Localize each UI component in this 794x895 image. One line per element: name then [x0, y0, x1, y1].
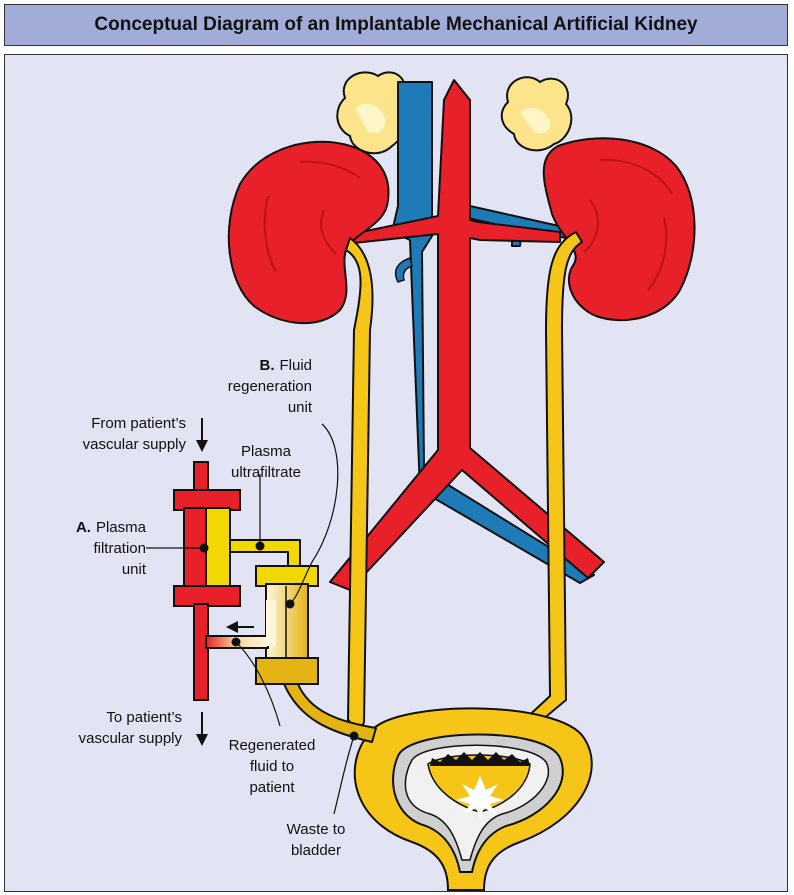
- right-ureter: [522, 232, 582, 730]
- right-kidney: [544, 138, 695, 320]
- label-b-line1: Fluid: [279, 357, 312, 374]
- plasma-filtration-unit: [174, 462, 240, 700]
- svg-text:B.Fluid: B. Fluid: [259, 357, 312, 374]
- label-b-line3: unit: [288, 399, 313, 416]
- fluid-regeneration-unit: [256, 566, 318, 684]
- label-regen-line2: fluid to: [250, 758, 294, 775]
- ultrafiltrate-tube: [230, 540, 300, 568]
- leader-lines: [146, 424, 359, 814]
- label-waste-line2: bladder: [291, 842, 341, 859]
- label-regen-line1: Regenerated: [229, 737, 316, 754]
- label-ultrafiltrate-line1: Plasma: [241, 443, 292, 460]
- bladder: [355, 708, 592, 890]
- svg-text:A.Plasma: A. Plasma: [76, 519, 147, 536]
- label-a-line1: Plasma: [96, 519, 147, 536]
- label-to-line2: vascular supply: [79, 730, 183, 747]
- arrow-out-icon: [196, 712, 208, 746]
- label-to-line1: To patient’s: [106, 709, 182, 726]
- label-b-line2: regeneration: [228, 378, 312, 395]
- label-a-line3: unit: [122, 561, 147, 578]
- arrow-return-icon: [226, 621, 254, 633]
- arrow-in-icon: [196, 418, 208, 452]
- label-a-line2: filtration: [93, 540, 146, 557]
- label-b-prefix: B.: [259, 357, 274, 374]
- left-ureter: [346, 238, 373, 732]
- right-adrenal-gland: [502, 77, 572, 150]
- label-from-line2: vascular supply: [83, 436, 187, 453]
- label-a-prefix: A.: [76, 519, 91, 536]
- left-adrenal-gland: [337, 72, 407, 153]
- label-ultrafiltrate-line2: ultrafiltrate: [231, 464, 301, 481]
- label-waste-line1: Waste to: [287, 821, 346, 838]
- label-regen-line3: patient: [249, 779, 295, 796]
- label-from-line1: From patient’s: [91, 415, 186, 432]
